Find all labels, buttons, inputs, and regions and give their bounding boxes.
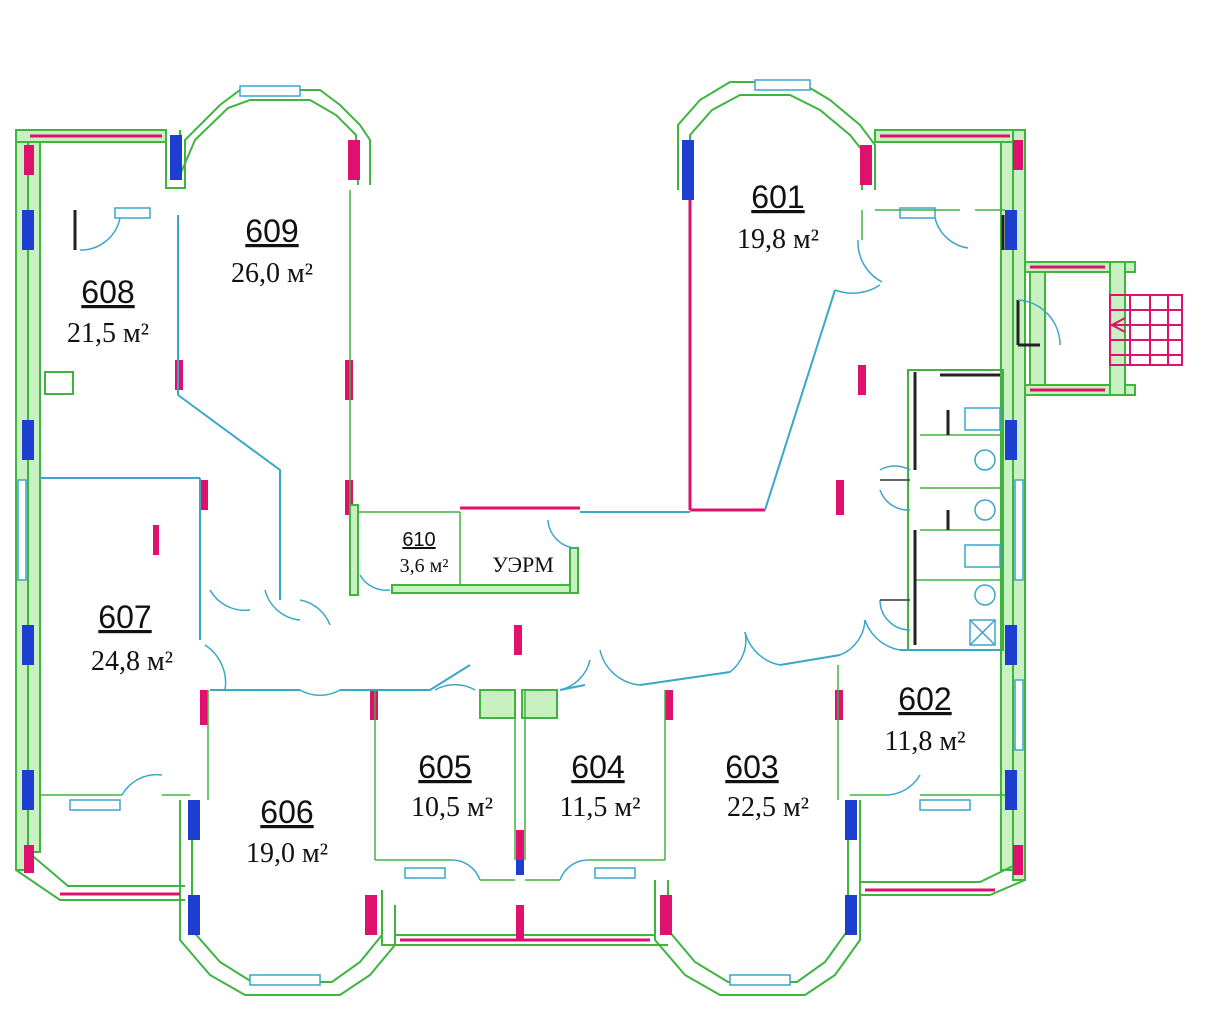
columns [22, 135, 1023, 940]
room-602-area: 11,8 м² [884, 726, 965, 757]
room-603-number: 603 [725, 749, 778, 785]
room-610-number: 610 [402, 529, 435, 551]
doors [79, 217, 1061, 881]
exterior-glazing [30, 134, 1105, 942]
room-604-number: 604 [571, 749, 624, 785]
room-606-number: 606 [260, 794, 313, 830]
windows [17, 79, 1024, 986]
interior-partitions [40, 190, 1040, 881]
room-604-area: 11,5 м² [559, 792, 640, 823]
room-608-area: 21,5 м² [67, 318, 149, 349]
outer-walls [15, 81, 1136, 996]
room-609-area: 26,0 м² [231, 258, 313, 289]
room-607-number: 607 [98, 599, 151, 635]
uerm-label: УЭРМ [492, 552, 554, 577]
room-609-number: 609 [245, 213, 298, 249]
toilet-fixtures [964, 407, 1001, 646]
room-607-area: 24,8 м² [91, 646, 173, 677]
room-labels: 608 21,5 м² 609 26,0 м² 601 19,8 м² 607 … [67, 179, 966, 869]
room-601-number: 601 [751, 179, 804, 215]
entrance-stair [1109, 294, 1183, 366]
room-601-area: 19,8 м² [737, 224, 819, 255]
room-605-area: 10,5 м² [411, 792, 493, 823]
room-603-area: 22,5 м² [727, 792, 809, 823]
room-605-number: 605 [418, 749, 471, 785]
room-608-number: 608 [81, 274, 134, 310]
room-602-number: 602 [898, 681, 951, 717]
room-606-area: 19,0 м² [246, 838, 328, 869]
room-610-area: 3,6 м² [400, 555, 449, 577]
